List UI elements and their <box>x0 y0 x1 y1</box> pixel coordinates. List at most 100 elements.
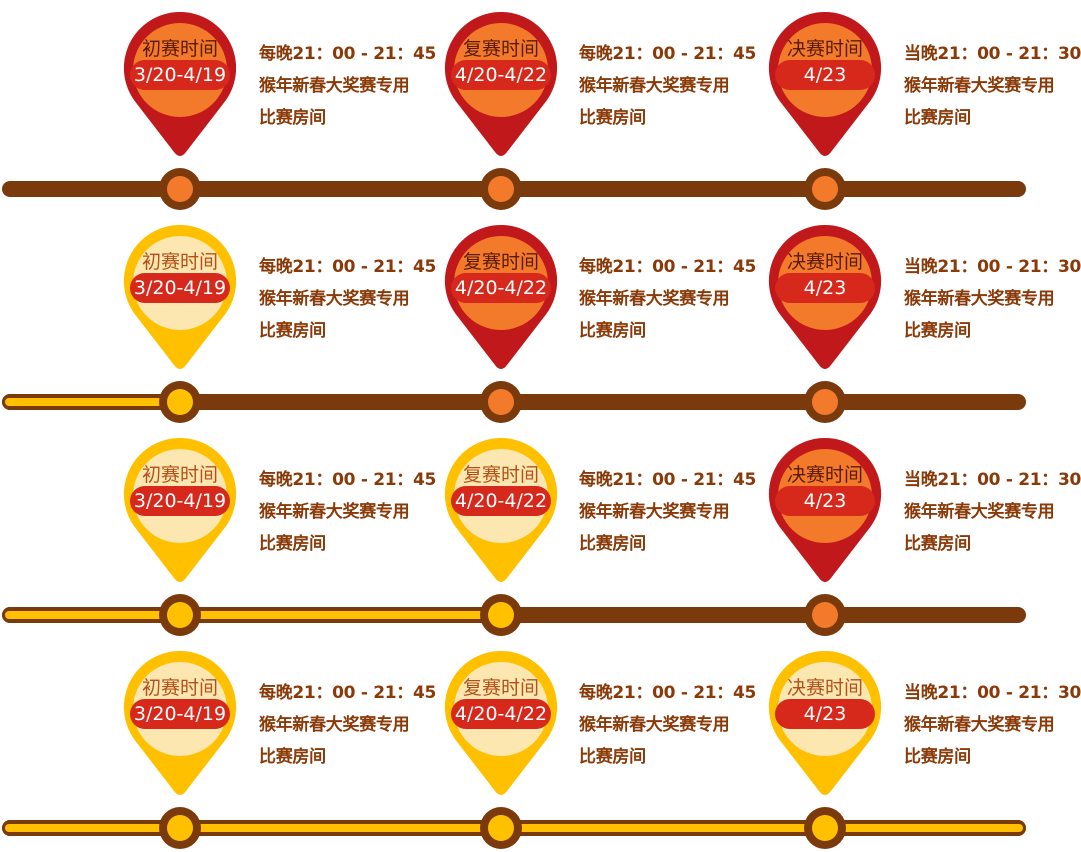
progress-fill-bar <box>5 611 498 619</box>
stage-date: 4/20-4/22 <box>451 273 551 303</box>
stage-node <box>159 168 201 210</box>
stage-node <box>804 807 846 849</box>
stage-info: 当晚21：00 - 21：30 猴年新春大奖赛专用比赛房间 <box>904 464 1081 560</box>
progress-fill-bar <box>5 398 177 406</box>
stage-info-line: 比赛房间 <box>904 108 971 128</box>
stage-title: 复赛时间 <box>462 38 539 60</box>
stage-info-line: 比赛房间 <box>579 321 646 341</box>
stage-date: 4/23 <box>775 60 875 90</box>
stage-info-line: 猴年新春大奖赛专用 <box>904 502 1055 522</box>
stage-info-line: 比赛房间 <box>904 321 971 341</box>
stage-info-line: 当晚21：00 - 21：30 <box>904 257 1081 277</box>
stage-info-line: 比赛房间 <box>259 747 326 767</box>
stage-node-dot <box>167 176 193 202</box>
stage-info-line: 猴年新春大奖赛专用 <box>904 289 1055 309</box>
stage-node <box>159 381 201 423</box>
stage-info-line: 每晚21：00 - 21：45 <box>259 44 437 64</box>
stage-info-line: 猴年新春大奖赛专用 <box>579 289 730 309</box>
stage-info: 每晚21：00 - 21：45 猴年新春大奖赛专用比赛房间 <box>579 251 756 347</box>
stage-info-line: 每晚21：00 - 21：45 <box>579 683 757 703</box>
stage-date: 4/20-4/22 <box>451 699 551 729</box>
stage-info-line: 猴年新春大奖赛专用 <box>259 502 410 522</box>
stage-info-line: 每晚21：00 - 21：45 <box>579 44 757 64</box>
stage-title: 初赛时间 <box>141 677 218 699</box>
stage-title: 决赛时间 <box>786 677 863 699</box>
stage-node <box>480 381 522 423</box>
stage-info-line: 比赛房间 <box>904 534 971 554</box>
stage-info: 每晚21：00 - 21：45 猴年新春大奖赛专用比赛房间 <box>579 464 756 560</box>
stage-node <box>804 381 846 423</box>
stage-info-line: 猴年新春大奖赛专用 <box>579 715 730 735</box>
stage-title: 复赛时间 <box>462 464 539 486</box>
stage-date: 3/20-4/19 <box>130 699 230 729</box>
stage-node-dot <box>812 176 838 202</box>
progress-fill <box>2 394 180 410</box>
stage-info-line: 猴年新春大奖赛专用 <box>904 715 1055 735</box>
stage-info-line: 比赛房间 <box>579 747 646 767</box>
stage-info-line: 猴年新春大奖赛专用 <box>259 76 410 96</box>
stage-node-dot <box>488 815 514 841</box>
stage-node-dot <box>488 176 514 202</box>
stage-info-line: 每晚21：00 - 21：45 <box>259 470 437 490</box>
stage-node-dot <box>167 389 193 415</box>
stage-info-line: 猴年新春大奖赛专用 <box>259 715 410 735</box>
stage-info-line: 每晚21：00 - 21：45 <box>579 470 757 490</box>
stage-node-dot <box>812 815 838 841</box>
stage-info: 每晚21：00 - 21：45 猴年新春大奖赛专用比赛房间 <box>259 38 436 134</box>
stage-node-dot <box>167 815 193 841</box>
stage-title: 初赛时间 <box>141 251 218 273</box>
stage-date: 3/20-4/19 <box>130 273 230 303</box>
stage-date: 4/23 <box>775 699 875 729</box>
stage-date: 4/20-4/22 <box>451 486 551 516</box>
stage-title: 复赛时间 <box>462 677 539 699</box>
stage-title: 决赛时间 <box>786 38 863 60</box>
stage-date: 4/23 <box>775 486 875 516</box>
stage-info-line: 每晚21：00 - 21：45 <box>259 257 437 277</box>
stage-node-dot <box>812 389 838 415</box>
stage-title: 决赛时间 <box>786 251 863 273</box>
stage-date: 3/20-4/19 <box>130 60 230 90</box>
progress-fill <box>2 607 501 623</box>
stage-info-line: 当晚21：00 - 21：30 <box>904 470 1081 490</box>
stage-info-line: 猴年新春大奖赛专用 <box>579 502 730 522</box>
stage-info-line: 每晚21：00 - 21：45 <box>579 257 757 277</box>
stage-info-line: 比赛房间 <box>579 534 646 554</box>
stage-info-line: 比赛房间 <box>904 747 971 767</box>
stage-info-line: 当晚21：00 - 21：30 <box>904 44 1081 64</box>
stage-title: 复赛时间 <box>462 251 539 273</box>
stage-info: 每晚21：00 - 21：45 猴年新春大奖赛专用比赛房间 <box>579 677 756 773</box>
stage-date: 4/23 <box>775 273 875 303</box>
stage-date: 3/20-4/19 <box>130 486 230 516</box>
stage-node-dot <box>812 602 838 628</box>
stage-info: 当晚21：00 - 21：30 猴年新春大奖赛专用比赛房间 <box>904 251 1081 347</box>
stage-node-dot <box>488 602 514 628</box>
stage-node-dot <box>488 389 514 415</box>
stage-info-line: 猴年新春大奖赛专用 <box>904 76 1055 96</box>
stage-info-line: 比赛房间 <box>579 108 646 128</box>
stage-node <box>804 168 846 210</box>
stage-info-line: 比赛房间 <box>259 108 326 128</box>
stage-title: 决赛时间 <box>786 464 863 486</box>
stage-node <box>480 594 522 636</box>
stage-title: 初赛时间 <box>141 464 218 486</box>
stage-info-line: 猴年新春大奖赛专用 <box>259 289 410 309</box>
stage-node <box>480 168 522 210</box>
stage-info-line: 当晚21：00 - 21：30 <box>904 683 1081 703</box>
stage-node-dot <box>167 602 193 628</box>
stage-node <box>159 594 201 636</box>
